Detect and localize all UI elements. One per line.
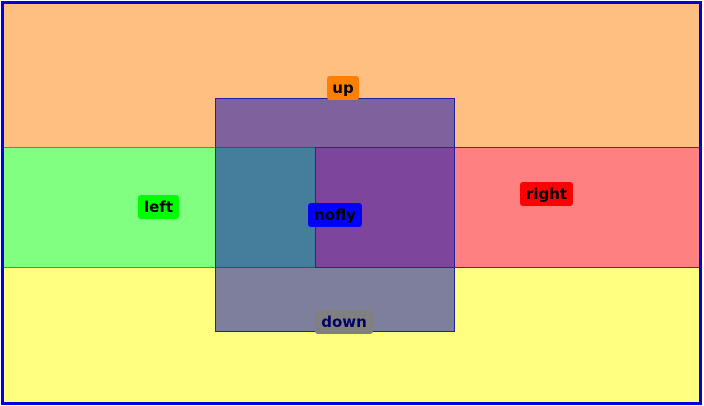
down-label: down [315, 310, 373, 334]
right-label: right [520, 182, 573, 206]
left-label: left [138, 195, 179, 219]
up-label: up [327, 76, 359, 100]
nofly-label: nofly [308, 203, 362, 227]
